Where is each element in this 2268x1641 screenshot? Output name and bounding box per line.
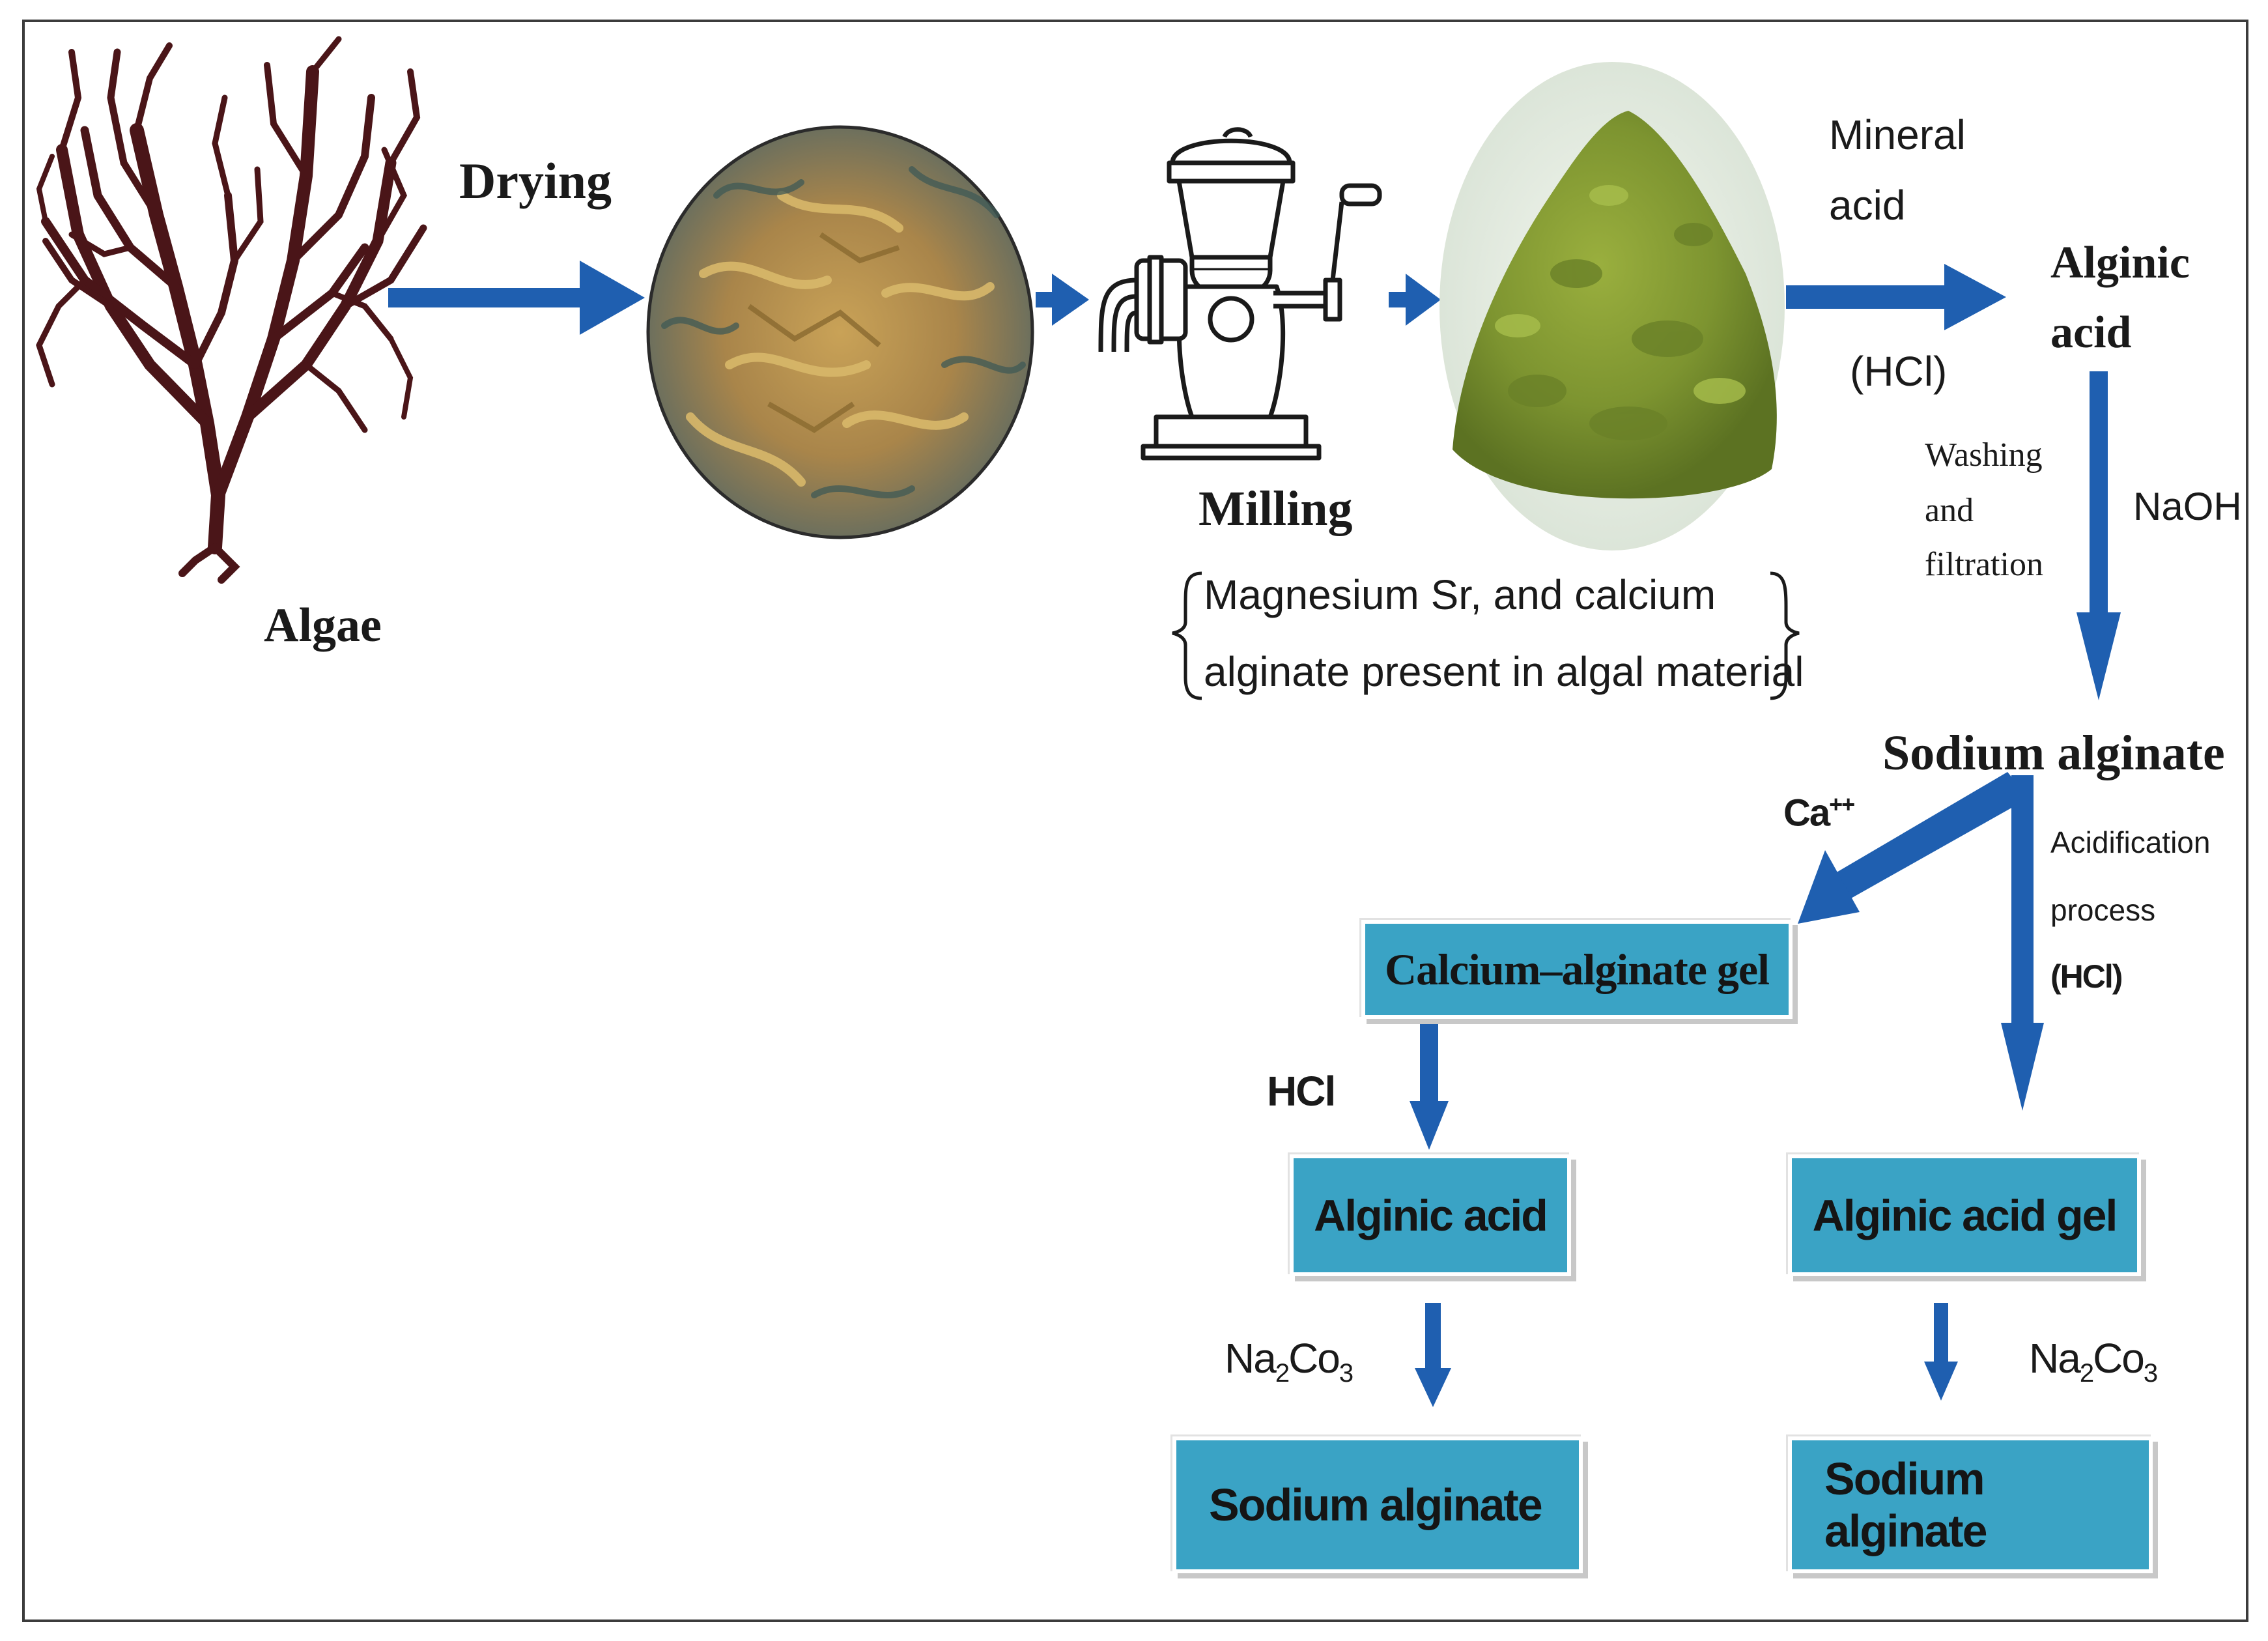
box-alginic-acid: Alginic acid <box>1290 1154 1571 1276</box>
box-sodium-alginate-left: Sodium alginate <box>1172 1436 1583 1573</box>
label-na2co3-left: Na2Co3 <box>1225 1335 1354 1388</box>
algae-powder-icon <box>1439 62 1785 550</box>
label-naoh: NaOH <box>2133 485 2242 528</box>
label-alginic-acid: acid <box>2050 307 2132 358</box>
label-mineral: Mineral <box>1829 111 1966 158</box>
label-hcl-paren: (HCl) <box>1850 348 1948 395</box>
arrow-acidification <box>2001 775 2044 1111</box>
grain-mill-icon <box>1098 127 1382 461</box>
box-alginic-acid-gel-label: Alginic acid gel <box>1812 1190 2118 1240</box>
label-acidification-hcl: (HCl) <box>2050 958 2123 995</box>
dried-seaweed-icon <box>646 125 1034 539</box>
box-alginic-acid-gel: Alginic acid gel <box>1788 1154 2141 1276</box>
label-filtration: filtration <box>1925 546 2043 583</box>
box-alginic-acid-label: Alginic acid <box>1314 1190 1548 1240</box>
arrow-to-mill <box>1036 274 1089 326</box>
label-milling: Milling <box>1198 481 1353 536</box>
box-sodium-alginate-left-label: Sodium alginate <box>1209 1479 1543 1530</box>
arrow-calcium <box>1798 772 2029 924</box>
arrow-na2co3-right <box>1924 1303 1958 1401</box>
label-algae: Algae <box>264 599 382 652</box>
box-sodium-alginate-right: Sodium alginate <box>1788 1436 2153 1573</box>
bracket-brace <box>1172 571 1800 700</box>
arrow-mineral-acid <box>1786 264 2006 330</box>
label-hcl: HCl <box>1267 1068 1336 1115</box>
box-calcium-alginate-gel: Calcium–alginate gel <box>1361 920 1793 1019</box>
label-bracket-line2: alginate present in algal material <box>1204 648 1804 695</box>
label-and: and <box>1925 492 1974 529</box>
arrow-drying <box>388 261 645 335</box>
box-calcium-alginate-gel-label: Calcium–alginate gel <box>1384 944 1770 994</box>
box-sodium-alginate-right-label: Sodium alginate <box>1824 1453 1988 1556</box>
label-washing: Washing <box>1925 436 2043 474</box>
label-process: process <box>2050 893 2156 927</box>
arrow-hcl <box>1410 1023 1449 1150</box>
label-drying: Drying <box>459 152 612 209</box>
arrow-naoh <box>2077 371 2121 700</box>
label-na2co3-right: Na2Co3 <box>2029 1335 2158 1388</box>
label-bracket-line1: Magnesium Sr, and calcium <box>1204 571 1716 618</box>
seaweed-icon <box>36 36 427 584</box>
arrow-na2co3-left <box>1415 1303 1451 1407</box>
label-alginic: Alginic <box>2050 238 2190 288</box>
label-acidification: Acidification <box>2050 825 2211 859</box>
label-acid: acid <box>1829 182 1906 229</box>
label-sodium-alginate-center: Sodium alginate <box>1882 726 2225 780</box>
arrow-to-powder <box>1389 274 1441 326</box>
label-ca-ion: Ca++ <box>1783 791 1855 835</box>
